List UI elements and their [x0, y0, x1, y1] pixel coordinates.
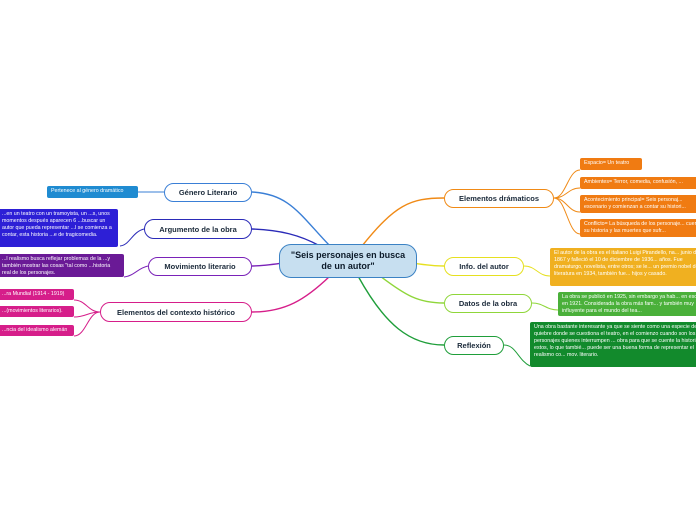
branch-contexto-historico[interactable]: Elementos del contexto histórico — [100, 302, 252, 322]
link-argumento — [251, 228, 321, 247]
leaf-info-autor[interactable]: El autor de la obra es el italiano Luigi… — [550, 248, 696, 286]
link-contexto — [251, 275, 331, 313]
branch-label: Datos de la obra — [458, 299, 518, 308]
branch-genero-literario[interactable]: Género Literario — [164, 183, 252, 202]
leaf-argumento[interactable]: ...en un teatro con un tramoyista, un ..… — [0, 209, 118, 247]
leaf-reflexion[interactable]: Una obra bastante interesante ya que se … — [530, 322, 696, 367]
branch-info-autor[interactable]: Info. del autor — [444, 257, 524, 276]
leaf-movimiento[interactable]: ...l realismo busca reflejar problemas d… — [0, 254, 124, 277]
branch-label: Reflexión — [457, 341, 491, 350]
branch-label: Argumento de la obra — [159, 224, 237, 234]
central-topic[interactable]: "Seis personajes en busca de un autor" — [279, 244, 417, 278]
branch-elementos-dramaticos[interactable]: Elementos drámaticos — [444, 189, 554, 208]
branch-label: Elementos del contexto histórico — [117, 307, 235, 317]
branch-label: Info. del autor — [459, 262, 509, 271]
link-reflexion — [357, 275, 445, 346]
branch-label: Elementos drámaticos — [458, 194, 540, 203]
leaf-espacio[interactable]: Espacio= Un teatro — [580, 158, 642, 170]
link-datos — [379, 275, 445, 304]
leaf-contexto-3[interactable]: ...ncia del idealismo alemán — [0, 325, 74, 336]
leaf-datos-obra[interactable]: La obra se publicó en 1925, sin embargo … — [558, 292, 696, 316]
leaf-genero[interactable]: Pertenece al género dramático — [47, 186, 138, 198]
branch-argumento[interactable]: Argumento de la obra — [144, 219, 252, 239]
leaf-contexto-2[interactable]: ...(movimientos literarios). — [0, 306, 74, 317]
leaf-conflicto[interactable]: Conflicto= La búsqueda de los personaje.… — [580, 219, 696, 237]
leaf-acontecimiento[interactable]: Acontecimiento principal= Seis personaj.… — [580, 195, 696, 213]
branch-label: Género Literario — [178, 188, 238, 197]
link-genero — [251, 191, 331, 247]
branch-reflexion[interactable]: Reflexión — [444, 336, 504, 355]
branch-label: Movimiento literario — [164, 262, 236, 271]
link-elementos — [361, 197, 445, 247]
leaf-contexto-1[interactable]: ...ra Mundial (1914 - 1919) — [0, 289, 74, 300]
branch-datos-obra[interactable]: Datos de la obra — [444, 294, 532, 313]
leaf-ambientes[interactable]: Ambientes= Terror, comedia, confusión, .… — [580, 177, 696, 189]
branch-movimiento-literario[interactable]: Movimiento literario — [148, 257, 252, 276]
